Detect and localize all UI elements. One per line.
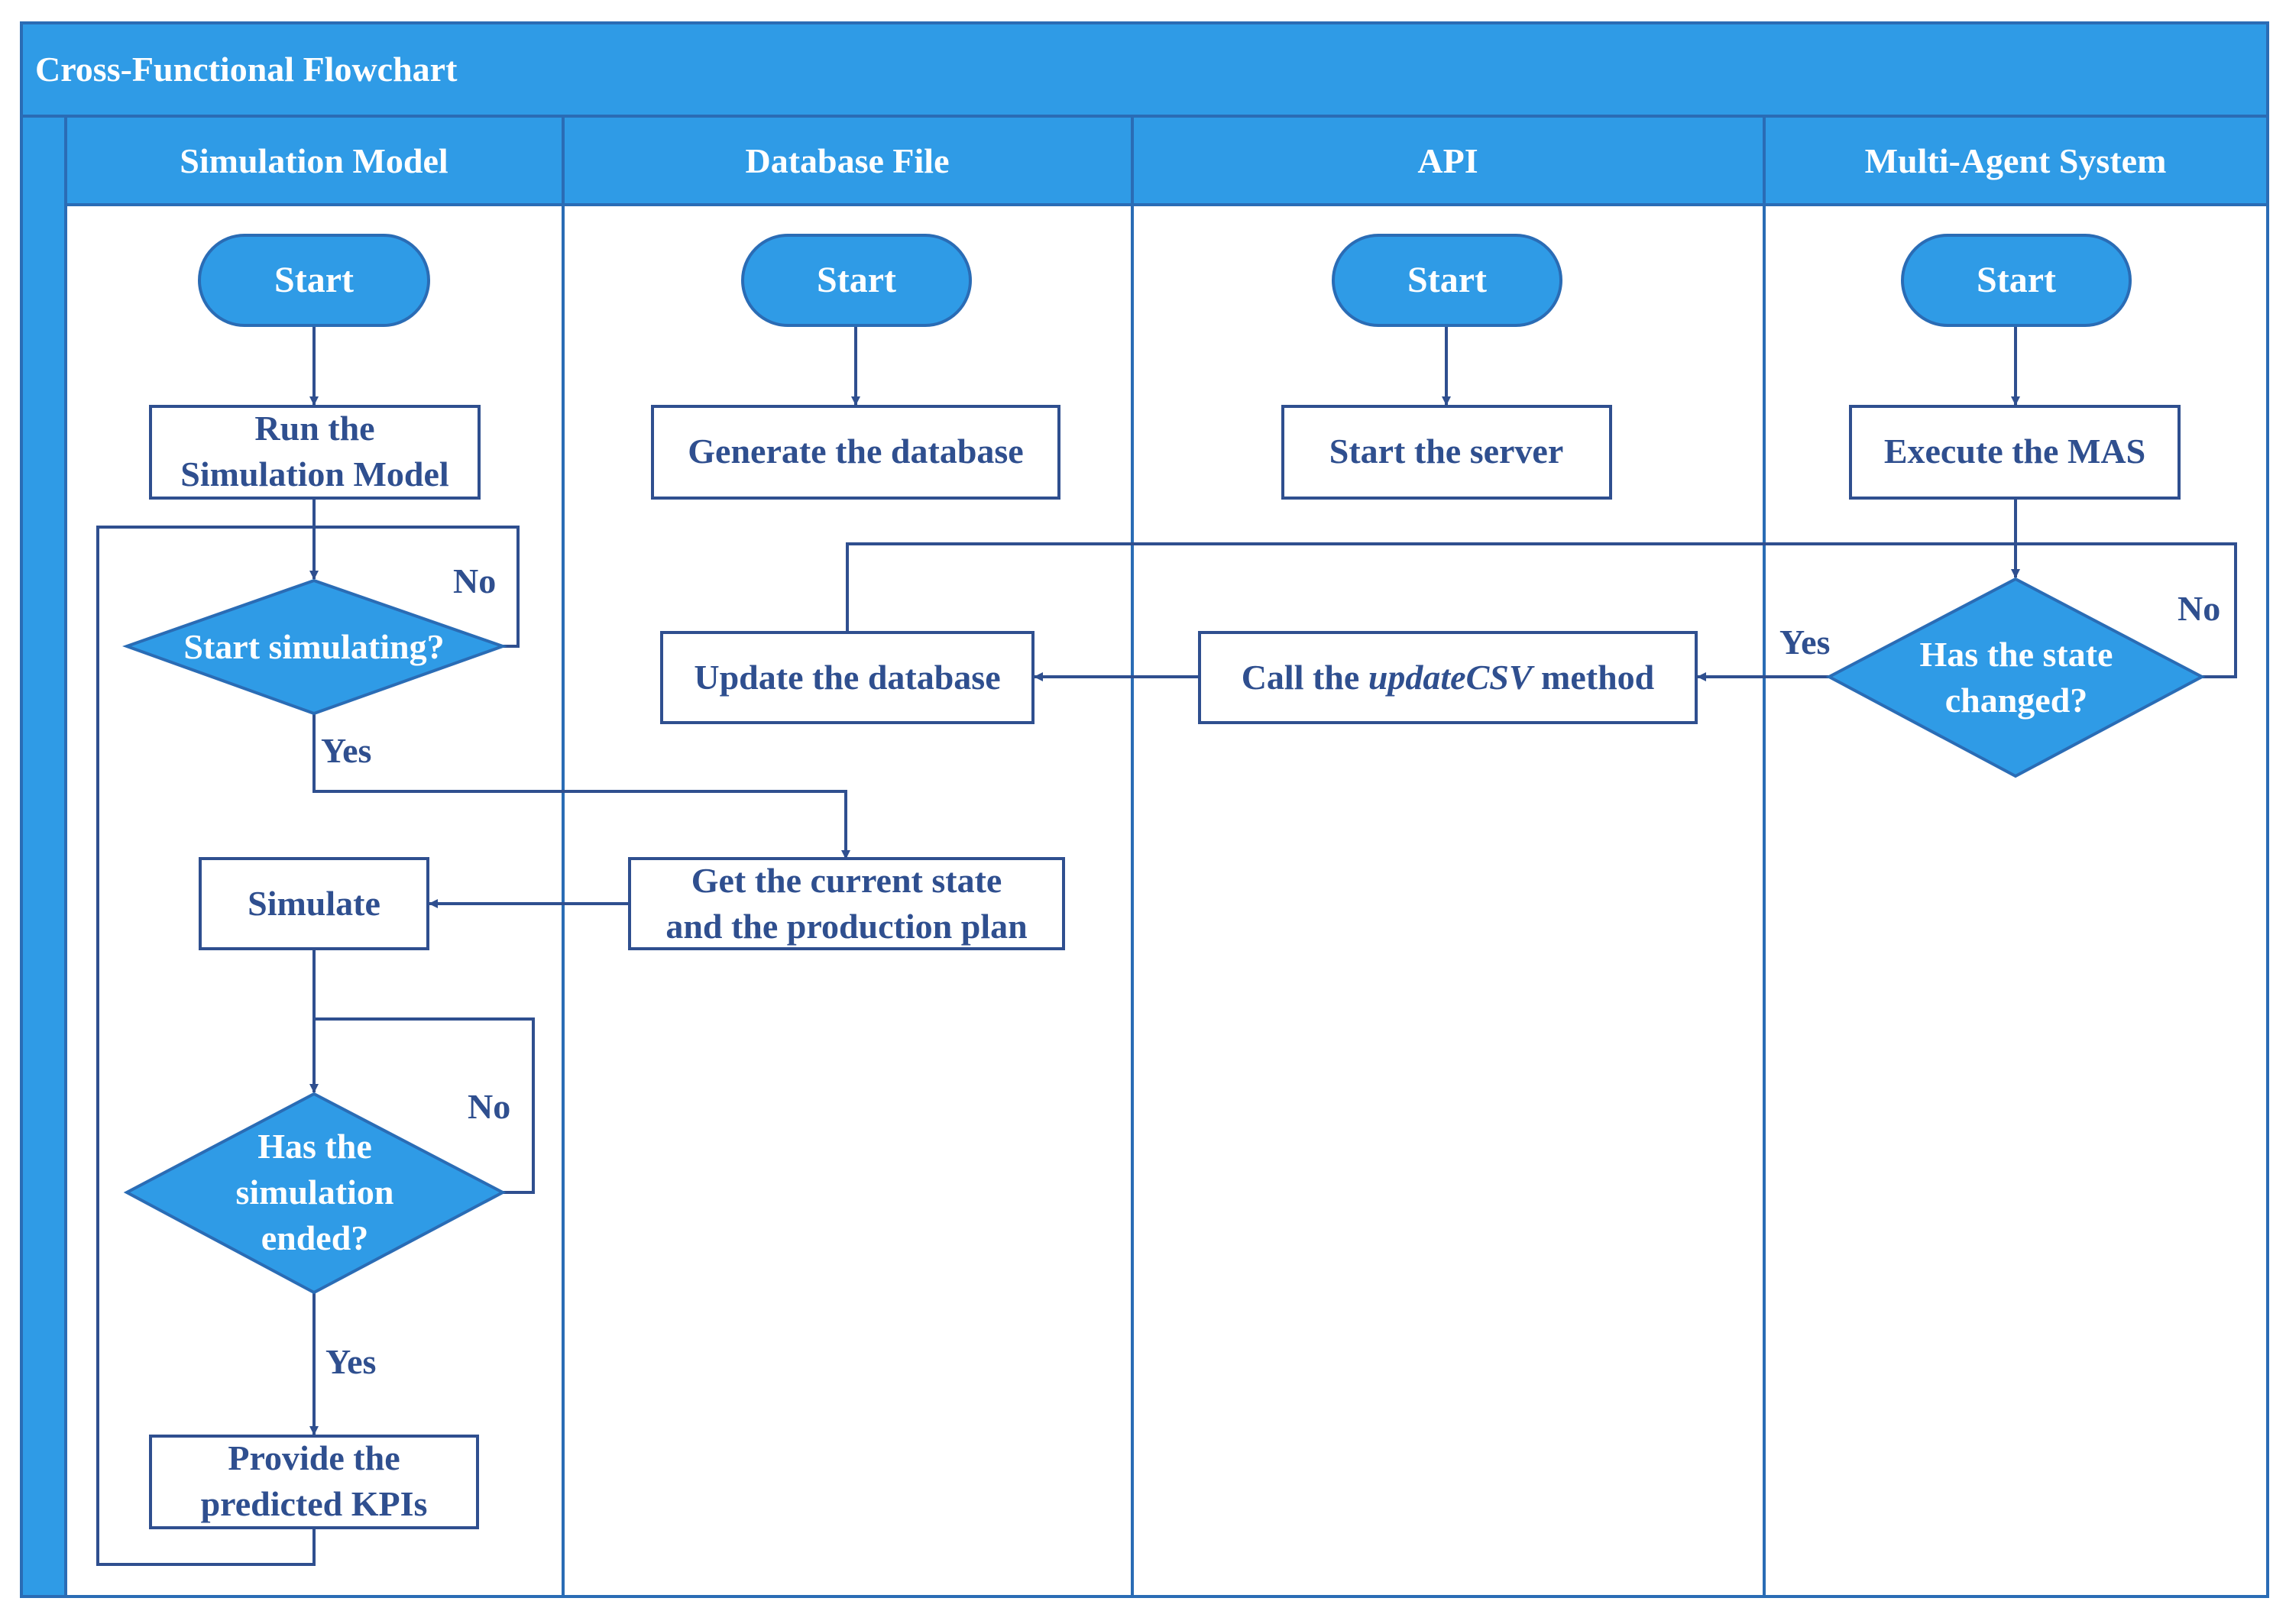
edge-start-sim-no-loop [314, 526, 520, 648]
start-terminal-label: Start [1407, 260, 1487, 300]
simulation-ended-label-3: ended? [261, 1218, 369, 1257]
title-bar [20, 21, 2269, 118]
execute-mas-label: Execute the MAS [1884, 432, 2145, 471]
execute-mas-box [1849, 405, 2181, 500]
simulation-ended-decision [123, 1092, 507, 1295]
run-simulation-model-label-1: Run the [254, 409, 374, 448]
run-simulation-model-label-2: Simulation Model [180, 455, 448, 493]
lane-title-api: API [1417, 141, 1478, 180]
update-database-label: Update the database [694, 658, 1000, 697]
state-changed-label-2: changed? [1945, 681, 2088, 720]
start-terminal-label: Start [817, 260, 896, 300]
edge-label-yes: Yes [321, 731, 371, 770]
start-server-label: Start the server [1329, 432, 1564, 471]
edge-state-no-loop [846, 542, 2237, 678]
update-database-box [660, 631, 1035, 724]
generate-database-label: Generate the database [688, 432, 1023, 471]
provide-kpis-label-2: predicted KPIs [201, 1484, 428, 1523]
edge-label-no: No [453, 561, 496, 600]
lane-title-simulation-model: Simulation Model [180, 141, 448, 180]
edge-label-no: No [468, 1087, 510, 1126]
run-simulation-model-box [149, 405, 481, 500]
lane-title-multi-agent-system: Multi-Agent System [1865, 141, 2167, 180]
lane-header-simulation-model [64, 115, 565, 206]
edge-label-yes: Yes [1779, 623, 1830, 662]
simulate-label: Simulate [248, 884, 380, 923]
edge-label-yes: Yes [325, 1342, 376, 1381]
get-current-state-box [628, 857, 1065, 950]
simulation-ended-label-2: simulation [235, 1173, 393, 1212]
provide-kpis-label-1: Provide the [228, 1438, 400, 1477]
call-update-csv-box [1198, 631, 1698, 724]
edge-start-sim-yes [312, 713, 850, 859]
simulation-ended-label-1: Has the [257, 1127, 372, 1166]
edge-label-no: No [2178, 589, 2220, 628]
start-terminal-mas [1901, 234, 2132, 327]
simulate-box [199, 857, 429, 950]
lane-header-api [1131, 115, 1766, 206]
start-simulating-decision [122, 578, 508, 716]
get-current-state-label-2: and the production plan [665, 907, 1027, 946]
state-changed-label-1: Has the state [1920, 635, 2113, 674]
edge-sim-ended-no-loop [314, 1017, 535, 1194]
call-update-csv-suffix: method [1533, 658, 1655, 697]
provide-kpis-box [149, 1435, 479, 1529]
lane-header-multi-agent-system [1763, 115, 2269, 206]
left-strip [20, 115, 67, 1598]
generate-database-box [651, 405, 1060, 500]
start-simulating-label: Start simulating? [183, 627, 444, 666]
call-update-csv-method: updateCSV [1368, 658, 1535, 697]
flowchart-title: Cross-Functional Flowchart [35, 50, 458, 89]
lane-title-database-file: Database File [745, 141, 949, 180]
call-update-csv-prefix: Call the [1242, 658, 1368, 697]
start-terminal-label: Start [274, 260, 354, 300]
start-terminal-label: Start [1977, 260, 2056, 300]
start-terminal-api [1332, 234, 1562, 327]
call-update-csv-label: Call the updateCSV method [1242, 658, 1655, 697]
start-terminal-database [741, 234, 972, 327]
start-server-box [1281, 405, 1612, 500]
edge-outer-loop [96, 526, 316, 1566]
start-terminal-simulation [198, 234, 430, 327]
get-current-state-label-1: Get the current state [691, 861, 1002, 900]
state-changed-decision [1825, 577, 2206, 778]
